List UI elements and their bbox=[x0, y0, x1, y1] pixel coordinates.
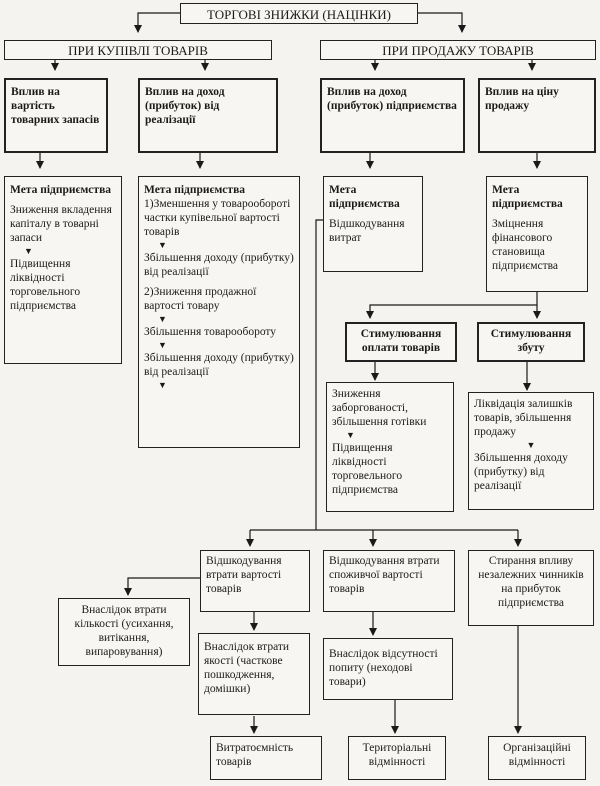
goal-item: Збільшення доходу (прибутку) від реаліза… bbox=[144, 352, 294, 379]
arrow-down-icon: ▼ bbox=[158, 314, 167, 325]
sale-price-effect: Вплив на ціну продажу bbox=[478, 78, 596, 153]
stimulate-sales: Стимулювання збуту bbox=[477, 322, 585, 362]
goal-title: Мета підприємства bbox=[492, 184, 563, 211]
purchase-goal-right: Мета підприємства 1)Зменшення у товарооб… bbox=[138, 176, 300, 448]
detail-item: Ліквідація залишків товарів, збільшення … bbox=[474, 398, 573, 439]
quantity-loss-box: Внаслідок втрати кількості (усихання, ви… bbox=[58, 598, 190, 666]
purchase-income-effect: Вплив на доход (прибуток) від реалізації bbox=[138, 78, 278, 153]
page-title: ТОРГОВІ ЗНИЖКИ (НАЦІНКИ) bbox=[180, 3, 418, 24]
goal-item: Зміцнення фінансового становища підприєм… bbox=[492, 218, 558, 273]
loss-consumer-box: Відшкодування втрати споживчої вартості … bbox=[323, 550, 455, 612]
quality-loss-box: Внаслідок втрати якості (часткове пошкод… bbox=[198, 633, 310, 715]
goal-title: Мета підприємства bbox=[10, 184, 112, 196]
organizational-box: Організаційні відмінності bbox=[488, 736, 586, 780]
payment-details: Зниження заборгованості, збільшення готі… bbox=[326, 382, 454, 512]
purchase-inventory-effect: Вплив на вартість товарних запасів bbox=[4, 78, 108, 153]
detail-item: Підвищення ліквідності торговельного під… bbox=[332, 442, 403, 497]
sale-goal-left: Мета підприємства Відшкодування витрат bbox=[323, 176, 423, 272]
sales-details: Ліквідація залишків товарів, збільшення … bbox=[468, 392, 594, 510]
no-demand-box: Внаслідок відсутності попиту (неходові т… bbox=[323, 638, 453, 700]
goal-item: Збільшення доходу (прибутку) від реаліза… bbox=[144, 252, 294, 279]
arrow-down-icon: ▼ bbox=[346, 430, 355, 441]
capacity-box: Витратоємність товарів bbox=[210, 736, 322, 780]
arrow-down-icon: ▼ bbox=[526, 440, 536, 451]
goal-item: Збільшення товарообороту bbox=[144, 326, 277, 339]
sale-income-effect: Вплив на доход (прибуток) підприємства bbox=[320, 78, 465, 153]
goal-title: Мета підприємства bbox=[329, 184, 400, 211]
stimulate-payment: Стимулювання оплати товарів bbox=[345, 322, 457, 362]
territorial-box: Територіальні відмінності bbox=[348, 736, 446, 780]
detail-item: Збільшення доходу (прибутку) від реаліза… bbox=[474, 452, 568, 493]
goal-item: 1)Зменшення у товарообороті частки купів… bbox=[144, 198, 291, 239]
goal-item: Підвищення ліквідності торговельного під… bbox=[10, 258, 81, 313]
detail-item: Зниження заборгованості, збільшення готі… bbox=[332, 388, 427, 429]
goal-item: 2)Зниження продажної вартості товару bbox=[144, 286, 257, 313]
purchase-goal-left: Мета підприємства Зниження вкладення кап… bbox=[4, 176, 122, 364]
arrow-down-icon: ▼ bbox=[158, 340, 167, 351]
sale-goal-right: Мета підприємства Зміцнення фінансового … bbox=[486, 176, 588, 292]
arrow-down-icon: ▼ bbox=[158, 240, 167, 251]
sale-header: ПРИ ПРОДАЖУ ТОВАРІВ bbox=[320, 40, 596, 60]
goal-item: Зниження вкладення капіталу в товарні за… bbox=[10, 204, 112, 245]
loss-value-box: Відшкодування втрати вартості товарів bbox=[200, 550, 310, 612]
goal-title: Мета підприємства bbox=[144, 184, 246, 196]
purchase-header: ПРИ КУПІВЛІ ТОВАРІВ bbox=[4, 40, 272, 60]
goal-item: Відшкодування витрат bbox=[329, 218, 405, 245]
arrow-down-icon: ▼ bbox=[24, 246, 33, 257]
external-factors-box: Стирання впливу незалежних чинників на п… bbox=[468, 550, 594, 626]
arrow-down-icon: ▼ bbox=[158, 380, 167, 391]
